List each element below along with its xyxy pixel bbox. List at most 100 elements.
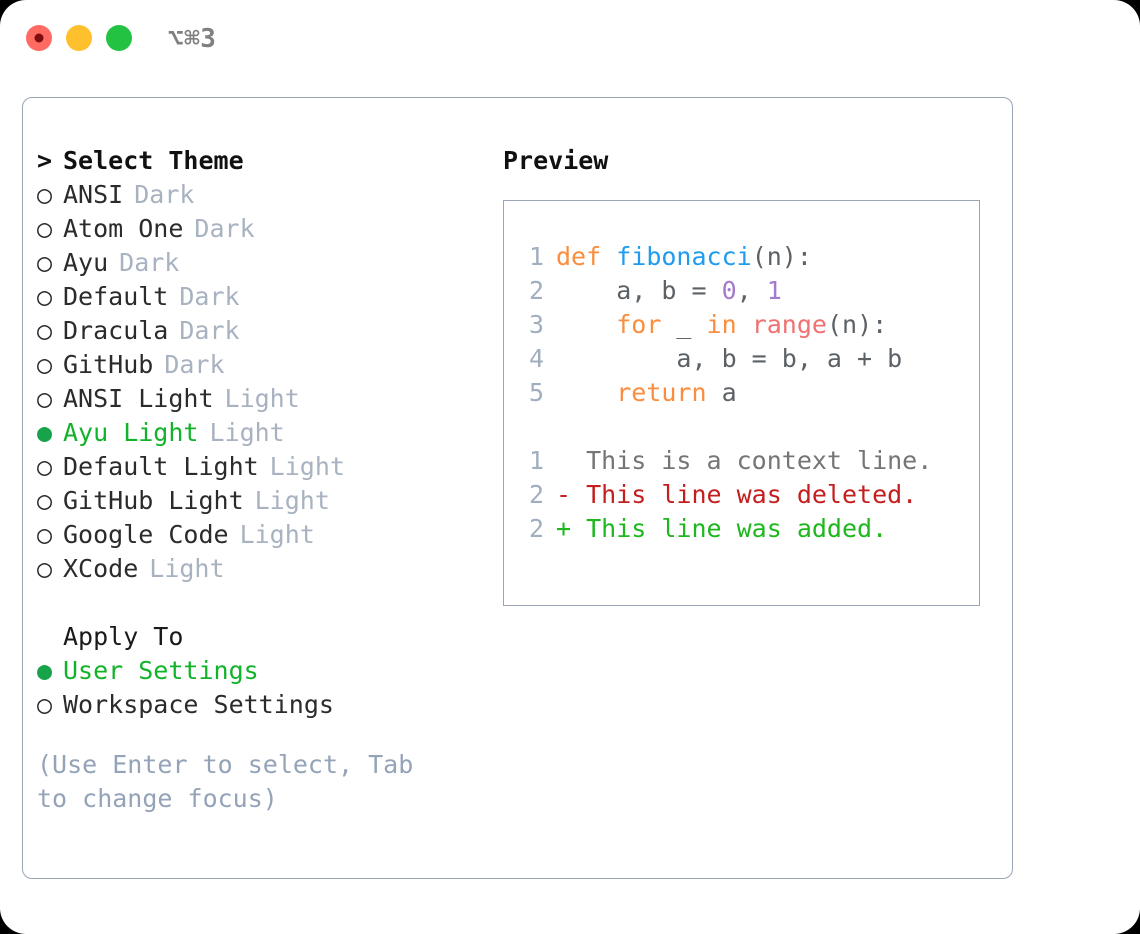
cursor-caret-icon: > bbox=[37, 146, 53, 175]
code-token: , bbox=[736, 276, 767, 305]
theme-list-item[interactable]: ○ ANSI Dark bbox=[37, 178, 492, 212]
theme-name-label: ANSI bbox=[63, 180, 124, 209]
theme-list-item[interactable]: ○ Atom One Dark bbox=[37, 212, 492, 246]
theme-list-item[interactable]: ○ Ayu Dark bbox=[37, 246, 492, 280]
theme-name-label: ANSI Light bbox=[63, 384, 214, 413]
theme-name-label: Ayu Light bbox=[63, 418, 199, 447]
line-number: 2 bbox=[528, 514, 544, 543]
minimize-button[interactable] bbox=[66, 25, 92, 51]
radio-unselected-icon: ○ bbox=[37, 520, 53, 549]
apply-to-item[interactable]: ● User Settings bbox=[37, 654, 492, 688]
code-token bbox=[556, 378, 616, 407]
theme-name-label: Ayu bbox=[63, 248, 109, 277]
radio-unselected-icon: ○ bbox=[37, 180, 53, 209]
theme-name-label: Atom One bbox=[63, 214, 184, 243]
keyboard-shortcut-label: ⌥⌘3 bbox=[168, 24, 217, 54]
code-token: a bbox=[706, 378, 737, 407]
code-token: (n): bbox=[751, 242, 812, 271]
theme-name-label: Dracula bbox=[63, 316, 169, 345]
diff-line: 1 This is a context line. bbox=[518, 444, 968, 478]
code-line: 1 def fibonacci(n): bbox=[518, 240, 968, 274]
radio-selected-icon: ● bbox=[37, 418, 53, 447]
page-title: Select Theme bbox=[63, 146, 244, 175]
radio-unselected-icon: ○ bbox=[37, 248, 53, 277]
code-token: for bbox=[616, 310, 662, 339]
theme-variant-badge: Dark bbox=[134, 180, 195, 209]
radio-selected-icon: ● bbox=[37, 656, 53, 685]
theme-list-item[interactable]: ○ Default Light Light bbox=[37, 450, 492, 484]
line-number: 4 bbox=[528, 344, 544, 373]
diff-text: This is a context line. bbox=[586, 446, 933, 475]
theme-variant-badge: Light bbox=[239, 520, 315, 549]
theme-list-item[interactable]: ○ XCode Light bbox=[37, 552, 492, 586]
theme-variant-badge: Dark bbox=[194, 214, 255, 243]
traffic-light-group bbox=[26, 25, 132, 51]
diff-text: This line was deleted. bbox=[586, 480, 918, 509]
theme-name-label: Default bbox=[63, 282, 169, 311]
maximize-button[interactable] bbox=[106, 25, 132, 51]
theme-list-item[interactable]: ● Ayu Light Light bbox=[37, 416, 492, 450]
theme-name-label: XCode bbox=[63, 554, 139, 583]
diff-sign bbox=[556, 446, 586, 475]
line-number: 3 bbox=[528, 310, 544, 339]
code-token: def bbox=[556, 242, 617, 271]
diff-sample: 1 This is a context line.2- This line wa… bbox=[518, 444, 968, 546]
keyboard-hint-text: (Use Enter to select, Tab to change focu… bbox=[37, 750, 429, 813]
theme-variant-badge: Light bbox=[149, 554, 225, 583]
code-token: a, b = b, a + b bbox=[556, 344, 903, 373]
apply-to-list: ● User Settings ○ Workspace Settings bbox=[37, 654, 492, 722]
code-token: 1 bbox=[766, 276, 782, 305]
theme-variant-badge: Dark bbox=[179, 316, 240, 345]
theme-list-item[interactable]: ○ ANSI Light Light bbox=[37, 382, 492, 416]
theme-list-item[interactable]: ○ Dracula Dark bbox=[37, 314, 492, 348]
radio-unselected-icon: ○ bbox=[37, 384, 53, 413]
diff-text: This line was added. bbox=[586, 514, 888, 543]
theme-name-label: GitHub bbox=[63, 350, 154, 379]
apply-to-heading: ○ Apply To bbox=[37, 620, 492, 654]
theme-name-label: Google Code bbox=[63, 520, 229, 549]
blank-marker: ○ bbox=[37, 620, 63, 654]
apply-to-item[interactable]: ○ Workspace Settings bbox=[37, 688, 492, 722]
radio-unselected-icon: ○ bbox=[37, 350, 53, 379]
theme-variant-badge: Light bbox=[254, 486, 330, 515]
code-token: a, b = bbox=[556, 276, 722, 305]
theme-name-label: Default Light bbox=[63, 452, 259, 481]
apply-to-label: User Settings bbox=[63, 656, 259, 685]
theme-variant-badge: Dark bbox=[179, 282, 240, 311]
radio-unselected-icon: ○ bbox=[37, 554, 53, 583]
code-token: range bbox=[751, 310, 827, 339]
radio-unselected-icon: ○ bbox=[37, 214, 53, 243]
code-token: 0 bbox=[721, 276, 737, 305]
apply-to-label: Workspace Settings bbox=[63, 690, 334, 719]
preview-title: Preview bbox=[503, 146, 609, 175]
line-number: 1 bbox=[528, 446, 544, 475]
theme-variant-badge: Light bbox=[224, 384, 300, 413]
close-button[interactable] bbox=[26, 25, 52, 51]
line-number: 1 bbox=[528, 242, 544, 271]
line-number: 2 bbox=[528, 480, 544, 509]
code-line: 2 a, b = 0, 1 bbox=[518, 274, 968, 308]
radio-unselected-icon: ○ bbox=[37, 452, 53, 481]
theme-name-label: GitHub Light bbox=[63, 486, 244, 515]
theme-variant-badge: Dark bbox=[119, 248, 180, 277]
line-number: 5 bbox=[528, 378, 544, 407]
select-theme-heading: > Select Theme bbox=[37, 144, 492, 178]
radio-unselected-icon: ○ bbox=[37, 690, 53, 719]
diff-line: 2- This line was deleted. bbox=[518, 478, 968, 512]
code-token bbox=[556, 310, 616, 339]
theme-variant-badge: Light bbox=[269, 452, 345, 481]
code-line: 5 return a bbox=[518, 376, 968, 410]
code-token: fibonacci bbox=[616, 242, 752, 271]
theme-variant-badge: Light bbox=[209, 418, 285, 447]
theme-list-item[interactable]: ○ Google Code Light bbox=[37, 518, 492, 552]
radio-unselected-icon: ○ bbox=[37, 316, 53, 345]
title-bar: ⌥⌘3 bbox=[0, 0, 1140, 78]
